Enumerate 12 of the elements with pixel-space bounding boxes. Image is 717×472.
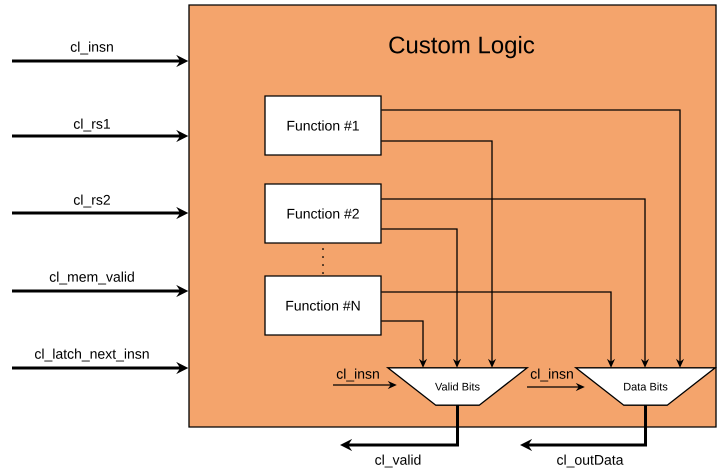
function-box: Function #1: [264, 95, 382, 156]
signal-label: cl_mem_valid: [50, 272, 134, 284]
signal-label: cl_insn: [336, 368, 379, 382]
function-box: Function #2: [264, 183, 382, 244]
signal-label: cl_rs2: [74, 194, 110, 208]
signal-label: cl_rs1: [74, 118, 110, 132]
signal-label: cl_insn: [530, 368, 573, 382]
signal-label: cl_outData: [557, 454, 624, 468]
signal-label: cl_insn: [70, 42, 113, 54]
signal-label: cl_valid: [375, 454, 420, 468]
signal-label: cl_latch_next_insn: [35, 348, 149, 362]
function-box: Function #N: [264, 275, 382, 336]
